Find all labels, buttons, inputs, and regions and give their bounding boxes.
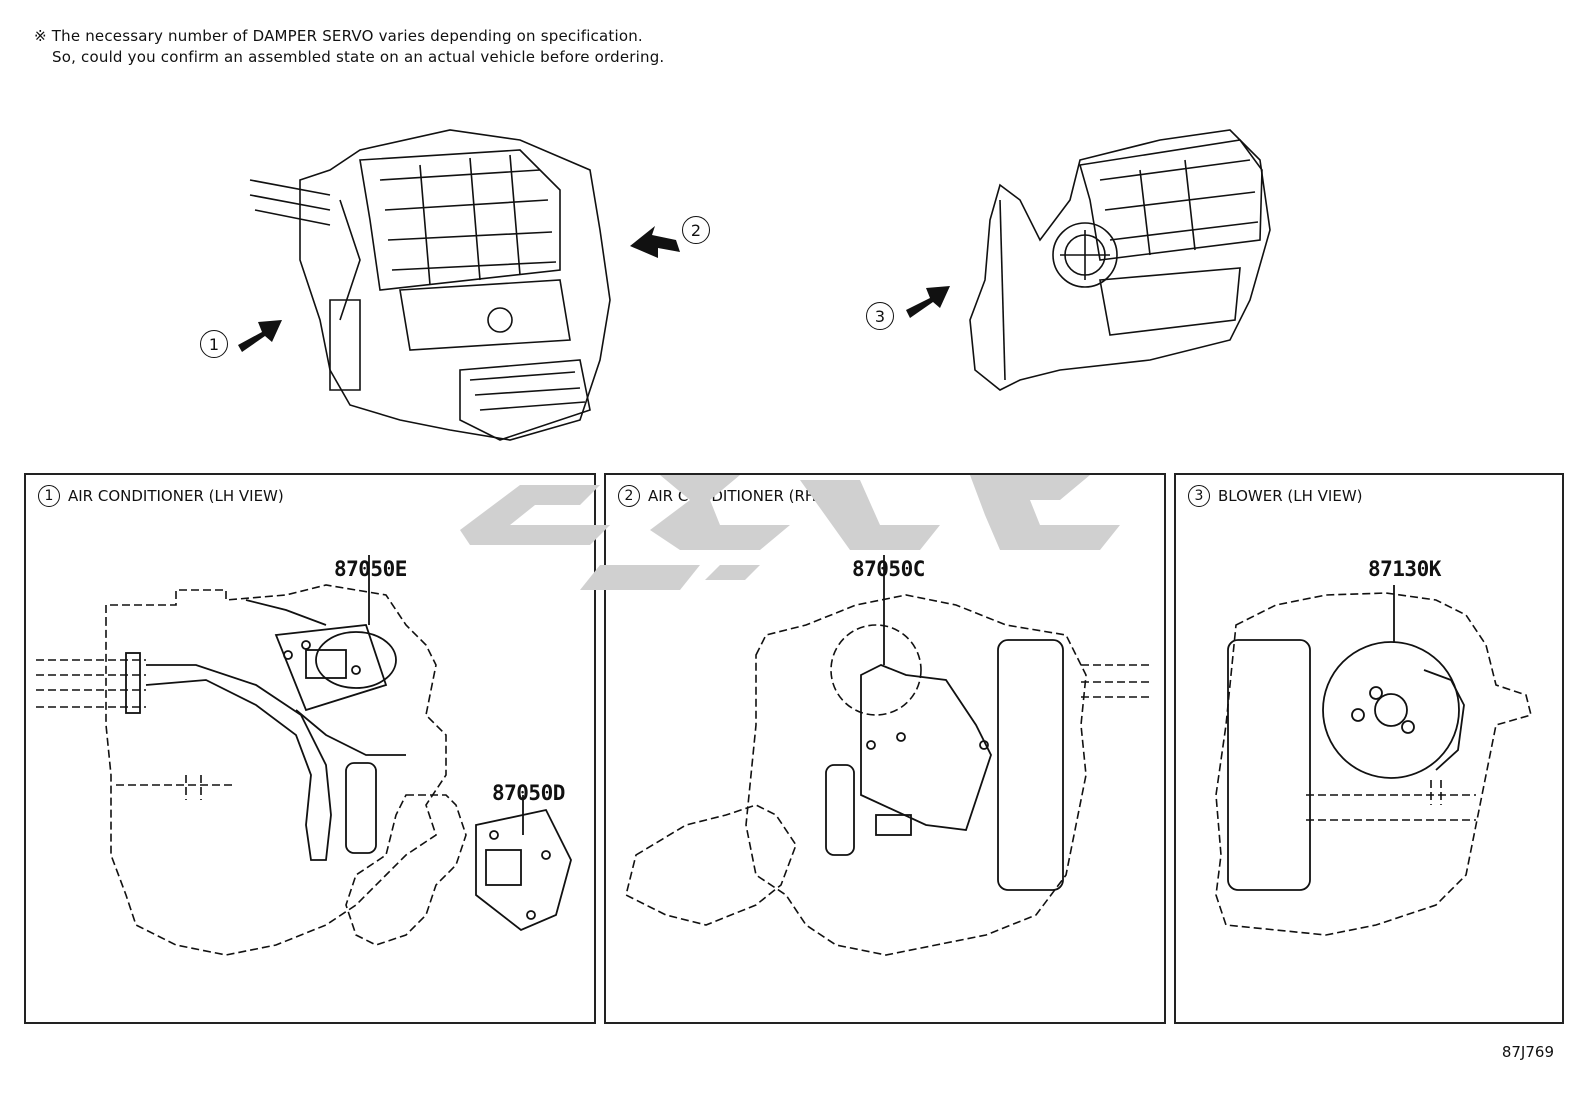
panel-1-title: 1 AIR CONDITIONER (LH VIEW) [38, 485, 284, 507]
part-number-87050d[interactable]: 87050D [492, 781, 565, 805]
panel-3-title: 3 BLOWER (LH VIEW) [1188, 485, 1363, 507]
panel-ac-lh-view: 1 AIR CONDITIONER (LH VIEW) 87050E 87 [24, 473, 596, 1024]
spec-note: ※ The necessary number of DAMPER SERVO v… [34, 26, 664, 68]
panel-3-drawing [1215, 585, 1532, 936]
callout-1: 1 [200, 330, 228, 358]
panel-1-number: 1 [38, 485, 60, 507]
panel-1-title-text: AIR CONDITIONER (LH VIEW) [68, 487, 284, 505]
panel-blower-lh-view: 3 BLOWER (LH VIEW) 87130K [1174, 473, 1564, 1024]
panel-3-number: 3 [1188, 485, 1210, 507]
callout-2-number: 2 [682, 216, 710, 244]
note-symbol: ※ [34, 27, 47, 45]
note-line-2: So, could you confirm an assembled state… [52, 48, 665, 66]
panel-1-drawing [36, 555, 572, 956]
part-number-87050c[interactable]: 87050C [852, 557, 925, 581]
callout-1-number: 1 [200, 330, 228, 358]
panel-2-number: 2 [618, 485, 640, 507]
ac-unit-illustration [249, 129, 611, 441]
watermark-logo [460, 475, 1120, 590]
blower-unit-illustration [969, 129, 1271, 391]
view-arrows [238, 226, 950, 352]
callout-3-number: 3 [866, 302, 894, 330]
callout-3: 3 [866, 302, 894, 330]
note-line-1: The necessary number of DAMPER SERVO var… [51, 27, 643, 45]
panel-2-drawing [625, 555, 1151, 956]
part-number-87050e[interactable]: 87050E [334, 557, 407, 581]
overview-illustrations [238, 129, 1271, 441]
part-number-87130k[interactable]: 87130K [1368, 557, 1441, 581]
panel-3-title-text: BLOWER (LH VIEW) [1218, 487, 1363, 505]
diagram-id: 87J769 [1501, 1043, 1554, 1061]
callout-2: 2 [682, 216, 710, 244]
